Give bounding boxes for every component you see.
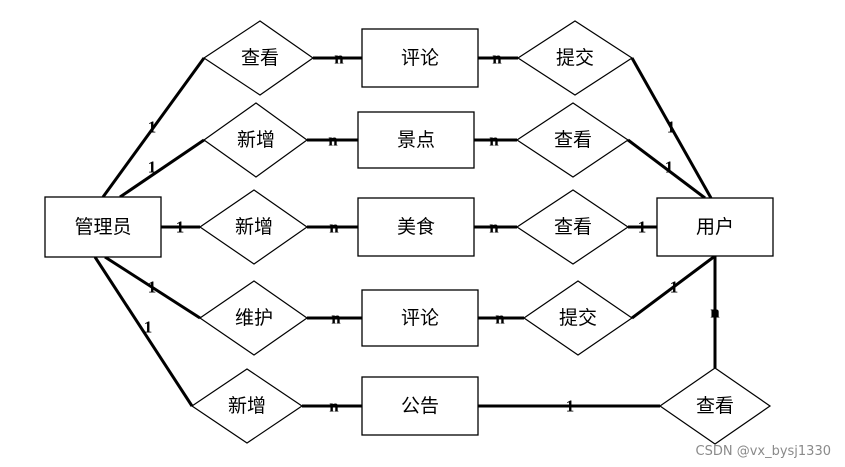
rel-view-4 [658,367,772,445]
line-view-2-user [627,138,706,200]
rel-submit-1-label: 提交 [556,47,594,69]
rel-view-4-label: 查看 [696,395,734,417]
rel-maintain-label: 维护 [235,307,273,329]
rel-view-2 [515,102,630,178]
card-admin-add-2: 1 [176,218,185,237]
card-admin-view-1: 1 [148,118,157,137]
rel-view-1-label: 查看 [241,47,279,69]
entity-review-1-label: 评论 [401,47,439,69]
entity-notice [361,376,479,436]
entity-admin [44,196,162,258]
rel-view-1 [202,20,315,96]
rel-view-3 [515,189,630,265]
entity-food [357,197,475,257]
entity-admin-label: 管理员 [74,216,131,238]
rel-view-3-label: 查看 [554,216,592,238]
card-submit-1-user: 1 [667,118,676,137]
card-attraction-view-2: n [489,131,499,150]
rel-submit-1 [516,20,634,96]
card-user-view-4: n [710,303,720,322]
card-submit-2-user: 1 [670,278,679,297]
entities [44,28,774,436]
rel-submit-2-label: 提交 [559,307,597,329]
rel-view-2-label: 查看 [554,129,592,151]
card-admin-maintain: 1 [148,278,157,297]
entity-review-2 [361,289,479,347]
entity-review-2-label: 评论 [401,307,439,329]
rel-submit-2 [522,280,634,356]
relationships [190,20,772,445]
card-view-1-review-1: n [334,49,344,68]
card-view-3-user: 1 [638,218,647,237]
watermark: CSDN @vx_bysj1330 [695,444,832,459]
entity-user-label: 用户 [696,216,734,238]
connector-lines [93,56,717,408]
line-admin-add-1 [119,138,205,199]
card-review-1-submit-1: n [492,49,502,68]
card-view-2-user: 1 [665,158,674,177]
entity-attraction-label: 景点 [397,129,435,151]
card-add-3-notice: n [329,397,339,416]
card-admin-add-3: 1 [144,318,153,337]
card-admin-add-1: 1 [148,158,157,177]
entity-review-1 [361,28,479,88]
card-add-1-attraction: n [328,131,338,150]
card-review-2-submit-2: n [495,309,505,328]
line-admin-view-1 [101,57,206,198]
entity-attraction [357,111,475,169]
entity-notice-label: 公告 [401,395,439,417]
rel-add-2 [198,189,309,265]
line-admin-add-3 [93,256,194,407]
rel-add-1-label: 新增 [237,129,275,151]
rel-add-3 [190,368,304,444]
entity-user [656,197,774,257]
entity-food-label: 美食 [397,216,435,238]
rel-add-1 [202,102,309,178]
card-maintain-review-2: n [331,309,341,328]
rel-add-2-label: 新增 [235,216,273,238]
card-food-view-3: n [489,218,499,237]
card-add-2-food: n [329,218,339,237]
rel-maintain [198,280,309,356]
rel-add-3-label: 新增 [228,395,266,417]
card-notice-view-4: 1 [566,397,575,416]
line-submit-1-user [630,57,713,199]
line-admin-maintain [104,255,201,320]
line-submit-2-user [631,254,716,320]
